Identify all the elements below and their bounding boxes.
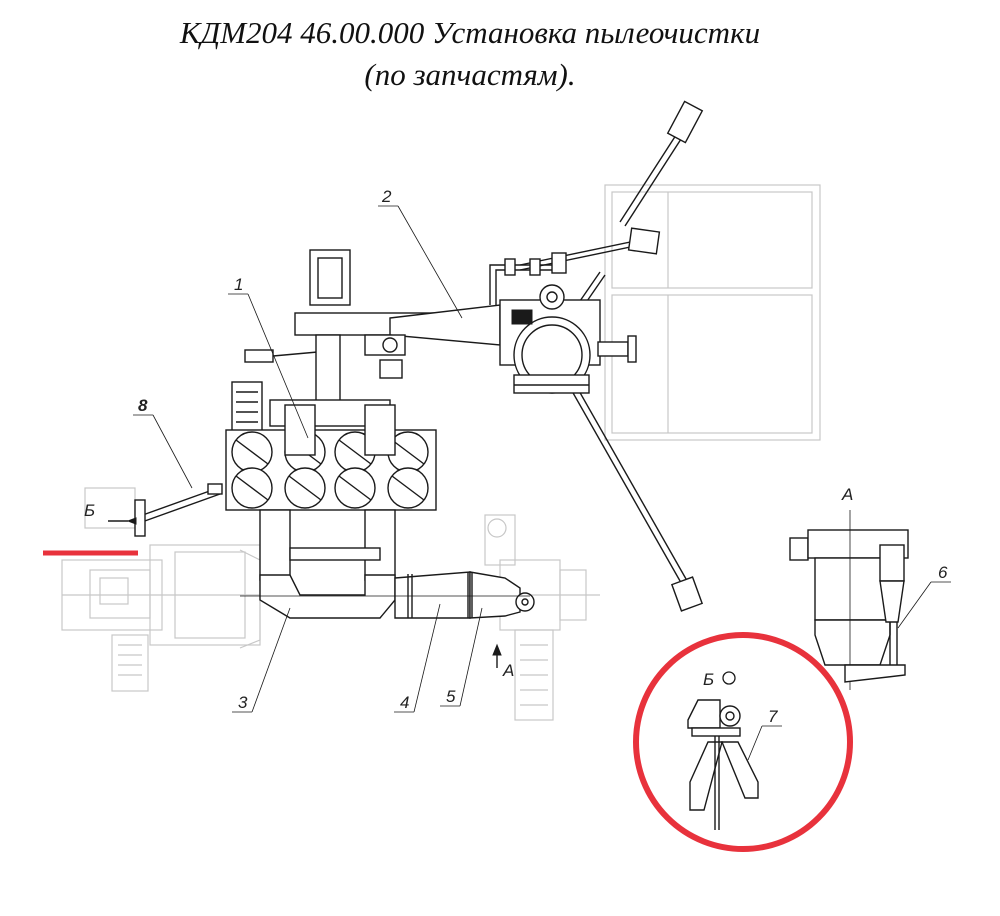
fan-assembly bbox=[244, 249, 637, 394]
view-a-label: А bbox=[841, 485, 853, 504]
leader-lines bbox=[133, 205, 951, 761]
highlight-circle bbox=[633, 632, 853, 852]
view-b-marker-icon bbox=[722, 671, 736, 685]
lower-duct bbox=[240, 509, 535, 619]
view-a-arrow bbox=[492, 643, 502, 668]
drawing-subtitle: (по запчастям). bbox=[364, 57, 576, 92]
callout-5: 5 bbox=[446, 687, 456, 706]
building-frame bbox=[604, 184, 821, 441]
view-a bbox=[789, 510, 909, 690]
arrow-a-label: А bbox=[502, 661, 514, 680]
callout-8: 8 bbox=[138, 396, 148, 415]
view-b-label: Б bbox=[703, 670, 714, 689]
callout-6: 6 bbox=[938, 563, 948, 582]
callout-3: 3 bbox=[238, 693, 248, 712]
view-b bbox=[687, 699, 759, 830]
callout-4: 4 bbox=[400, 693, 409, 712]
cyclone-battery bbox=[225, 334, 437, 511]
background-machine bbox=[61, 487, 600, 721]
drawing-title: КДМ204 46.00.000 Установка пылеочистки bbox=[179, 15, 761, 50]
callout-2: 2 bbox=[381, 187, 392, 206]
callout-7: 7 bbox=[768, 707, 778, 726]
arrow-b-label: Б bbox=[84, 501, 95, 520]
callout-1: 1 bbox=[234, 275, 243, 294]
rod-8 bbox=[108, 483, 223, 537]
